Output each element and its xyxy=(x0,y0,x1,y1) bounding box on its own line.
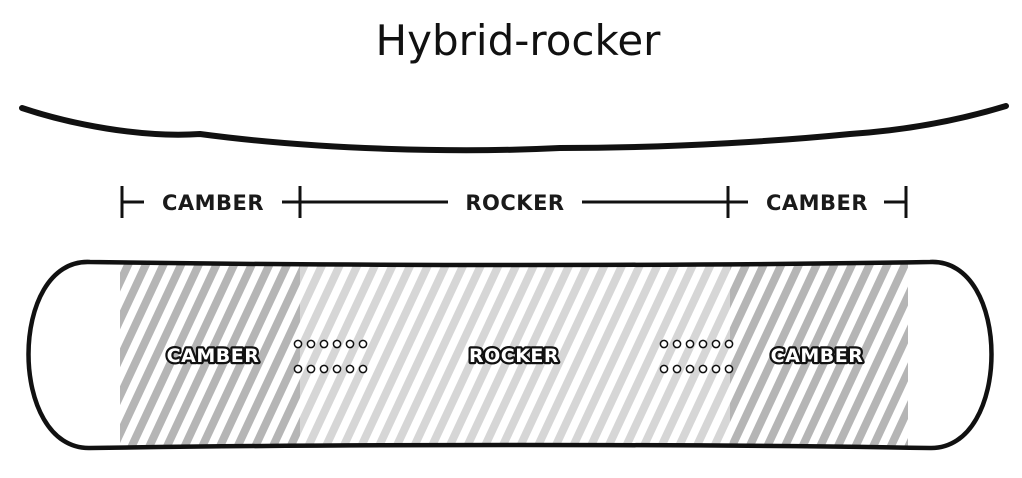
insert-holes-right xyxy=(659,339,734,374)
board-top-view xyxy=(26,259,994,451)
zone-label-rocker: ROCKER xyxy=(465,191,564,215)
rocker-zone-fill xyxy=(300,261,730,449)
board-label-camber-right: CAMBER xyxy=(771,345,864,367)
board-outline xyxy=(26,259,994,451)
zone-label-camber-right: CAMBER xyxy=(766,191,868,215)
insert-holes-left xyxy=(293,339,368,374)
board-profile-curve xyxy=(19,103,1009,154)
board-label-camber-left: CAMBER xyxy=(167,345,260,367)
zone-label-camber-left: CAMBER xyxy=(162,191,264,215)
camber-zone-right-fill xyxy=(730,261,908,449)
page-title: Hybrid-rocker xyxy=(376,16,662,65)
board-label-rocker: ROCKER xyxy=(469,345,559,367)
zone-markers xyxy=(120,186,908,218)
camber-zone-left-fill xyxy=(120,261,300,449)
